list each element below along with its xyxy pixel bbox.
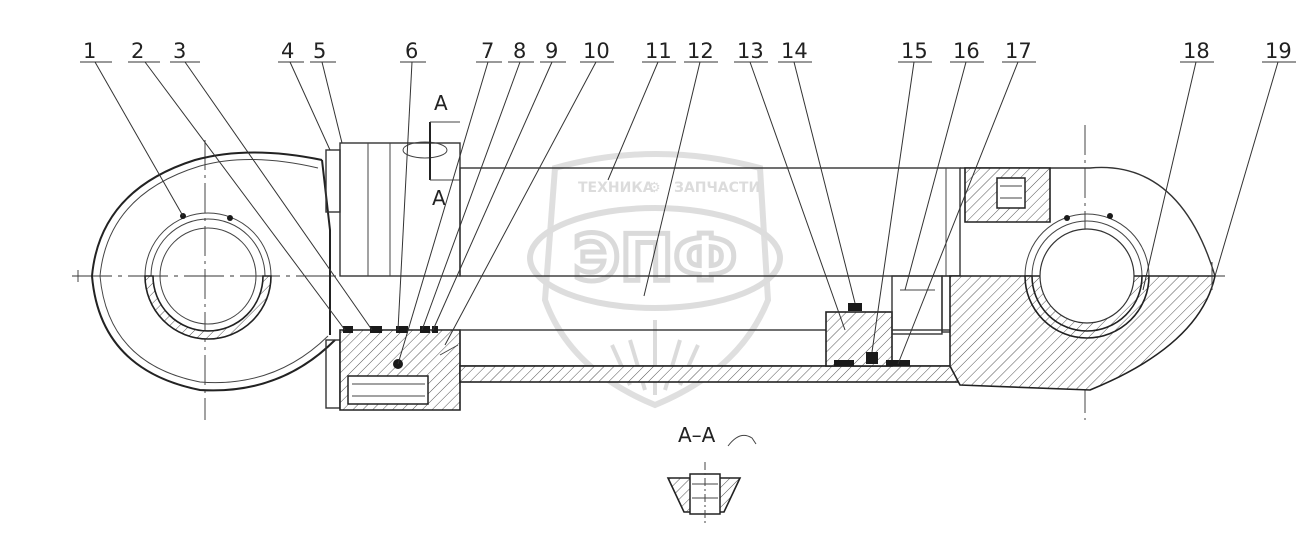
watermark-text-right: ЗАПЧАСТИ bbox=[674, 180, 760, 196]
callout-14: 14 bbox=[781, 39, 808, 63]
callout-12: 12 bbox=[687, 39, 714, 63]
callout-19: 19 bbox=[1265, 39, 1292, 63]
callout-9: 9 bbox=[545, 39, 558, 63]
section-mark-top: A bbox=[434, 91, 448, 115]
callout-16: 16 bbox=[953, 39, 980, 63]
callout-4: 4 bbox=[281, 39, 294, 63]
callout-13: 13 bbox=[737, 39, 764, 63]
section-view-label: A–A bbox=[678, 423, 716, 447]
callout-numbers: 1 2 3 4 5 6 7 8 9 10 11 12 13 14 15 16 1… bbox=[83, 39, 1292, 63]
callout-15: 15 bbox=[901, 39, 928, 63]
cylinder-head bbox=[325, 141, 461, 411]
callout-2: 2 bbox=[131, 39, 144, 63]
callout-8: 8 bbox=[513, 39, 526, 63]
callout-10: 10 bbox=[583, 39, 610, 63]
leader-lines bbox=[80, 61, 1296, 365]
callout-7: 7 bbox=[481, 39, 494, 63]
callout-1: 1 bbox=[83, 39, 96, 63]
watermark-text-left: ТЕХНИКА bbox=[578, 180, 654, 196]
watermark-oval bbox=[527, 205, 783, 311]
callout-17: 17 bbox=[1005, 39, 1032, 63]
section-mark-bottom: A bbox=[432, 186, 446, 210]
callout-3: 3 bbox=[173, 39, 186, 63]
callout-6: 6 bbox=[405, 39, 418, 63]
section-view-a-a: A–A bbox=[666, 423, 757, 526]
callout-5: 5 bbox=[313, 39, 326, 63]
callout-18: 18 bbox=[1183, 39, 1210, 63]
watermark-wheat-icon bbox=[610, 320, 700, 395]
watermark-gear-icon: ⚙ bbox=[648, 180, 661, 196]
callout-11: 11 bbox=[645, 39, 672, 63]
watermark-shield bbox=[541, 151, 772, 409]
section-marker: A A bbox=[429, 91, 460, 210]
left-eye bbox=[77, 151, 336, 392]
watermark-logo: ЭПФ bbox=[573, 222, 737, 296]
rotation-arrow-icon bbox=[727, 434, 757, 447]
right-eye bbox=[949, 166, 1216, 391]
